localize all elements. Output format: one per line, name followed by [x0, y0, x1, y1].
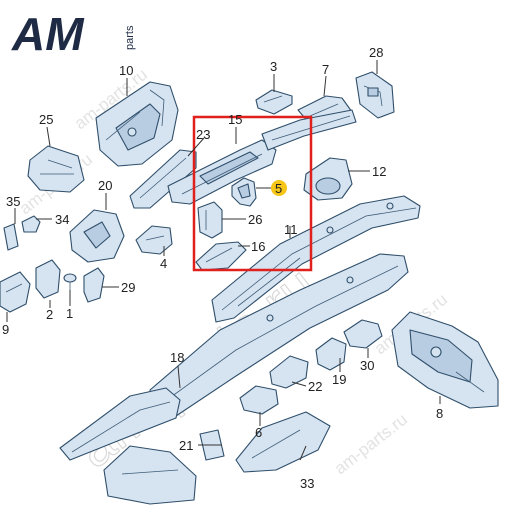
part-26[interactable]	[197, 201, 223, 239]
label-6[interactable]: 6	[255, 425, 262, 440]
label-16[interactable]: 16	[251, 239, 265, 254]
label-21[interactable]: 21	[179, 438, 193, 453]
label-35[interactable]: 35	[6, 194, 20, 209]
part-5[interactable]	[231, 177, 257, 207]
logo-am: AM	[11, 8, 85, 60]
part-22[interactable]	[269, 355, 309, 389]
part-11[interactable]	[211, 195, 421, 323]
part-18[interactable]	[59, 387, 181, 461]
label-28[interactable]: 28	[369, 45, 383, 60]
label-11[interactable]: 11	[284, 222, 298, 237]
label-23[interactable]: 23	[196, 127, 210, 142]
watermark-small-3: am-parts.ru	[331, 410, 411, 478]
label-10[interactable]: 10	[119, 63, 133, 78]
part-10[interactable]	[95, 81, 179, 167]
part-28[interactable]	[355, 71, 395, 119]
part-9[interactable]	[0, 271, 31, 313]
part-25[interactable]	[27, 145, 85, 193]
label-29[interactable]: 29	[121, 280, 135, 295]
part-30[interactable]	[343, 319, 383, 349]
part-33[interactable]	[235, 411, 331, 473]
label-15[interactable]: 15	[228, 112, 242, 127]
label-19[interactable]: 19	[332, 372, 346, 387]
label-3[interactable]: 3	[270, 59, 277, 74]
label-9[interactable]: 9	[2, 322, 9, 337]
part-3[interactable]	[255, 89, 293, 115]
part-23[interactable]	[129, 149, 197, 209]
part-4[interactable]	[135, 225, 173, 255]
label-33[interactable]: 33	[300, 476, 314, 491]
part-2[interactable]	[35, 259, 61, 299]
part-19[interactable]	[315, 337, 347, 371]
label-12[interactable]: 12	[372, 164, 386, 179]
logo-parts: parts	[124, 25, 136, 50]
label-7[interactable]: 7	[322, 62, 329, 77]
label-25[interactable]: 25	[39, 112, 53, 127]
label-5[interactable]: 5	[275, 181, 282, 196]
label-20[interactable]: 20	[98, 178, 112, 193]
label-4[interactable]: 4	[160, 256, 167, 271]
label-30[interactable]: 30	[360, 358, 374, 373]
part-12[interactable]	[303, 157, 353, 201]
label-22[interactable]: 22	[308, 379, 322, 394]
am-parts-logo: AM parts	[11, 8, 136, 60]
part-6[interactable]	[239, 385, 279, 415]
label-2[interactable]: 2	[46, 307, 53, 322]
selected-part-marker[interactable]	[271, 180, 287, 196]
part-20[interactable]	[69, 209, 125, 263]
label-34[interactable]: 34	[55, 212, 69, 227]
label-26[interactable]: 26	[248, 212, 262, 227]
label-18[interactable]: 18	[170, 350, 184, 365]
part-labels: 10 3 7 28 25 15 23 12 5 26 16 11 20 35 3…	[2, 45, 443, 491]
highlight-box	[192, 115, 313, 272]
part-8[interactable]	[391, 311, 499, 409]
part-35[interactable]	[3, 223, 19, 251]
part-bottom-bracket	[103, 445, 197, 505]
leader-lines	[6, 60, 441, 461]
part-29[interactable]	[83, 267, 105, 303]
label-1[interactable]: 1	[66, 306, 73, 321]
label-8[interactable]: 8	[436, 406, 443, 421]
part-34[interactable]	[21, 215, 41, 233]
part-1[interactable]	[63, 273, 77, 290]
